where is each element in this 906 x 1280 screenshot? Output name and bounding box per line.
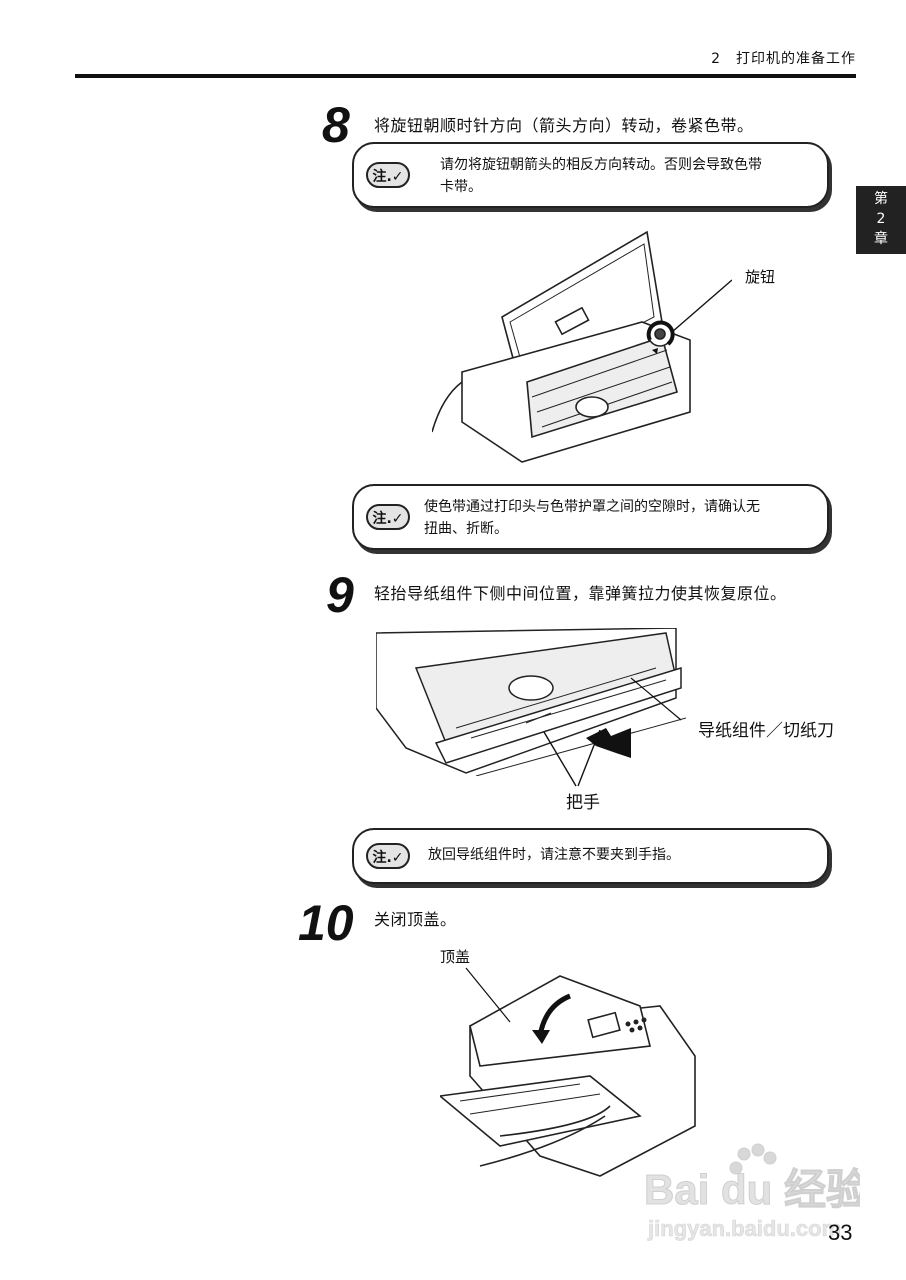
step-8-text: 将旋钮朝顺时针方向（箭头方向）转动，卷紧色带。 [374, 116, 754, 135]
note-icon: 注.✓ [366, 504, 410, 530]
note-1-line2: 卡带。 [440, 179, 482, 195]
chapter-tab-line3: 章 [874, 231, 888, 247]
paper-guide-label: 导纸组件／切纸刀 [698, 721, 834, 741]
chapter-tab-line2: 2 [876, 211, 886, 227]
note-2-line1: 使色带通过打印头与色带护罩之间的空隙时，请确认无 [424, 499, 760, 515]
note-3: 注.✓ 放回导纸组件时，请注意不要夹到手指。 [352, 828, 829, 884]
top-cover-label: 顶盖 [440, 948, 471, 966]
note-3-line1: 放回导纸组件时，请注意不要夹到手指。 [428, 847, 680, 863]
note-1: 注.✓ 请勿将旋钮朝箭头的相反方向转动。否则会导致色带 卡带。 [352, 142, 829, 208]
paper-guide-illustration [376, 628, 686, 776]
note-2: 注.✓ 使色带通过打印头与色带护罩之间的空隙时，请确认无 扭曲、折断。 [352, 484, 829, 550]
handle-leader-lines [543, 730, 601, 787]
note-2-text: 使色带通过打印头与色带护罩之间的空隙时，请确认无 扭曲、折断。 [424, 496, 760, 540]
header-section-title: 2 打印机的准备工作 [711, 51, 856, 67]
watermark-url: jingyan.baidu.com [647, 1216, 841, 1241]
printer-closing-cover-illustration [440, 967, 696, 1177]
note-3-text: 放回导纸组件时，请注意不要夹到手指。 [428, 844, 680, 866]
handle-label: 把手 [566, 793, 600, 813]
step-9-number: 9 [326, 567, 354, 623]
note-2-line2: 扭曲、折断。 [424, 521, 508, 537]
step-8-number: 8 [322, 97, 350, 153]
note-1-line1: 请勿将旋钮朝箭头的相反方向转动。否则会导致色带 [440, 157, 762, 173]
baidu-watermark-logo: Bai du 经验 jingyan.baidu.com [644, 1143, 860, 1241]
page-number: 33 [828, 1220, 853, 1245]
note-icon: 注.✓ [366, 162, 410, 188]
knob-label: 旋钮 [745, 268, 776, 286]
note-icon: 注.✓ [366, 843, 410, 869]
watermark-brand: Bai du 经验 [644, 1166, 860, 1213]
step-10-number: 10 [298, 895, 354, 951]
chapter-tab-line1: 第 [874, 191, 888, 207]
printer-open-cover-illustration [432, 230, 732, 463]
note-1-text: 请勿将旋钮朝箭头的相反方向转动。否则会导致色带 卡带。 [440, 154, 762, 198]
step-10-text: 关闭顶盖。 [374, 910, 457, 929]
step-9-text: 轻抬导纸组件下侧中间位置，靠弹簧拉力使其恢复原位。 [374, 584, 787, 603]
chapter-tab: 第 2 章 [856, 186, 906, 254]
header-rule [75, 74, 856, 78]
